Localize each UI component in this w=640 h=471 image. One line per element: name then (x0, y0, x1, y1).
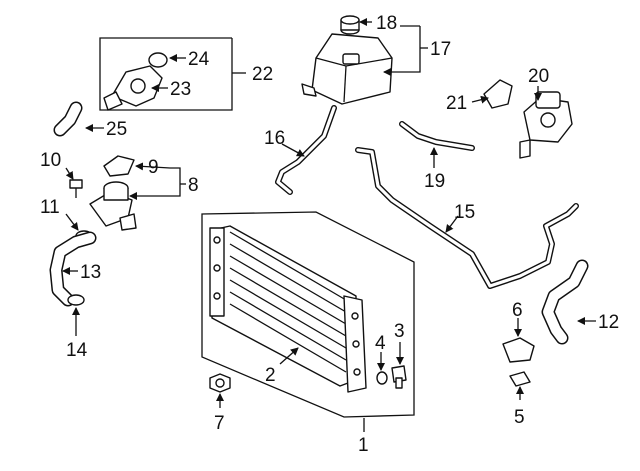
housing-gasket (483, 79, 513, 109)
callout-1: 1 (358, 435, 369, 456)
callout-4: 4 (375, 333, 386, 354)
radiator-hose (49, 231, 97, 307)
callout-17: 17 (430, 39, 451, 60)
drain-plug (391, 365, 407, 389)
callout-9: 9 (148, 157, 159, 178)
callout-3: 3 (394, 321, 405, 342)
callout-21: 21 (446, 93, 467, 114)
callout-25: 25 (106, 119, 127, 140)
radiator-bracket (502, 337, 535, 363)
callout-numbers: 1 2 3 4 5 6 7 8 9 10 11 12 13 14 15 16 1… (40, 13, 619, 456)
thermostat-housing (519, 91, 573, 159)
radiator-assembly (201, 211, 415, 418)
callout-19: 19 (424, 171, 445, 192)
outlet-o-ring (148, 52, 168, 68)
callout-10: 10 (40, 150, 61, 171)
callout-leaders (62, 18, 596, 432)
callout-11: 11 (40, 197, 60, 218)
reservoir-cap (340, 15, 360, 35)
callout-16: 16 (264, 128, 285, 149)
callout-24: 24 (188, 49, 210, 70)
thermostat-gasket (103, 155, 135, 177)
heater-return-hose (355, 147, 579, 289)
coolant-reservoir (301, 33, 393, 105)
callout-5: 5 (514, 407, 525, 428)
hose-clamp-lower (67, 294, 85, 306)
water-outlet (103, 65, 163, 111)
callout-22: 22 (252, 64, 273, 85)
radiator-assembly-outline (201, 211, 415, 418)
bypass-hose (53, 101, 83, 137)
radiator-core-fins (229, 231, 347, 373)
drain-plug-o-ring (376, 371, 388, 385)
callout-15: 15 (454, 202, 475, 223)
callout-2: 2 (265, 365, 276, 386)
callout-13: 13 (80, 262, 101, 283)
callout-6: 6 (512, 300, 523, 321)
callout-7: 7 (214, 413, 225, 434)
callout-12: 12 (598, 312, 619, 333)
callout-20: 20 (528, 66, 549, 87)
thermostat (89, 181, 137, 231)
callout-18: 18 (376, 13, 397, 34)
radiator-left-tank (209, 227, 225, 317)
water-outlet-group-box (99, 37, 233, 111)
callout-14: 14 (66, 340, 88, 361)
vent-hose (399, 121, 475, 151)
callout-8: 8 (188, 175, 199, 196)
lower-hose (541, 259, 589, 345)
mounting-nut (209, 373, 231, 393)
overflow-hose (275, 105, 337, 195)
radiator-mount-insulator (509, 371, 531, 387)
callout-23: 23 (170, 79, 191, 100)
bolt (69, 179, 83, 198)
